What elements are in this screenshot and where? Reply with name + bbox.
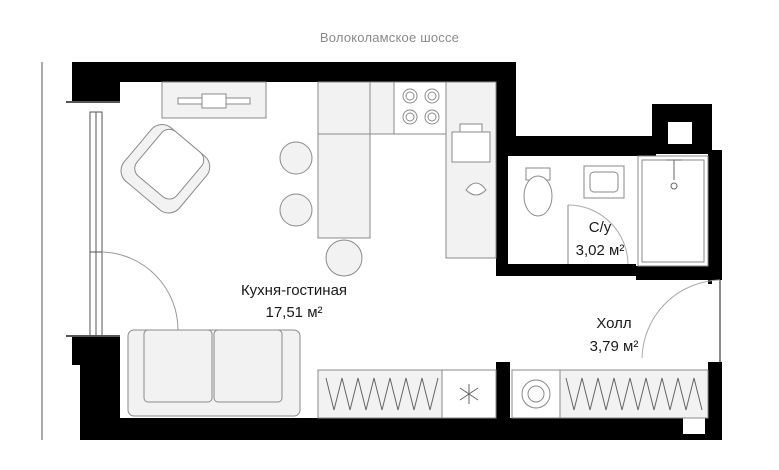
room-name-hall: Холл [596, 315, 632, 332]
balcony-door-arc [101, 251, 179, 331]
walls [72, 62, 722, 440]
wall-shower-bottom [636, 266, 722, 280]
stool-1 [279, 141, 313, 175]
room-area-hall: 3,79 м² [589, 338, 639, 355]
room-area-bath: 3,02 м² [575, 242, 625, 259]
wall-hall-right [708, 362, 722, 440]
room-name-living: Кухня-гостиная [240, 282, 348, 299]
wall-top-left-corner [72, 62, 120, 102]
kitchen-run [445, 81, 497, 259]
street-label: Волоколамское шоссе [319, 30, 460, 45]
stool-2 [279, 193, 313, 227]
kitchen-island [317, 133, 371, 239]
room-name-bath: С/у [588, 219, 612, 236]
tower-inner [668, 122, 692, 144]
entrance-door [641, 279, 721, 362]
wall-top [80, 62, 516, 82]
wall-bottom [80, 418, 722, 440]
counter-upper [317, 81, 371, 135]
armchair [120, 124, 211, 214]
room-area-living: 17,51 м² [265, 304, 323, 321]
wall-bath-bottom [496, 264, 636, 276]
counter-upper-2 [369, 81, 395, 135]
stool-3 [325, 239, 363, 277]
wall-right-upper [496, 62, 516, 156]
wardrobe-hangers [325, 377, 703, 411]
wall-kitchen-hall [496, 362, 510, 422]
hob [393, 81, 447, 135]
shower-head-icon [666, 159, 682, 190]
wall-bath-right [708, 150, 722, 280]
asterisk-icon [459, 384, 479, 404]
bath-door-arc [567, 204, 629, 265]
fridge [465, 182, 487, 196]
wall-living-bath [496, 156, 508, 276]
window-left [41, 62, 120, 440]
kitchen-sink [451, 131, 491, 163]
wardrobe-living [317, 369, 443, 419]
wall-bath-top [496, 136, 656, 156]
toilet-bowl [523, 175, 553, 217]
tv-base [201, 93, 227, 109]
